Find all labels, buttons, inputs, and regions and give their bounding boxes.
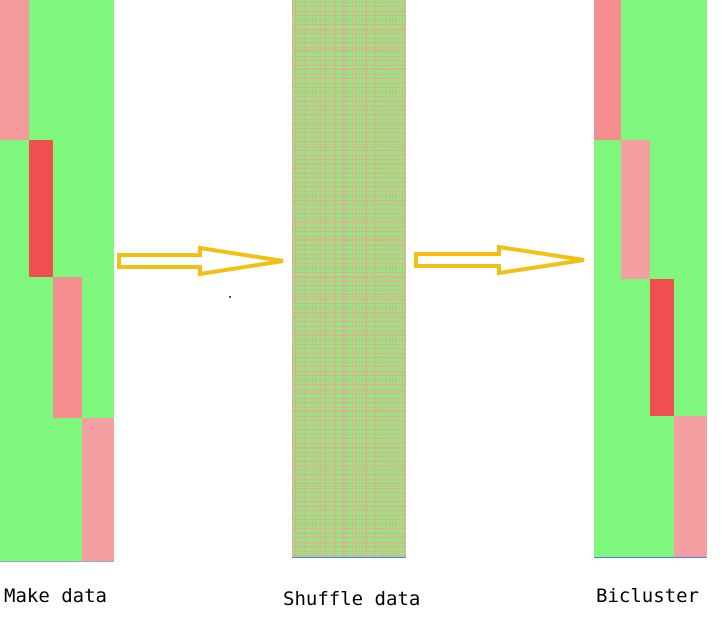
caption-shuffle-data: Shuffle data: [283, 588, 421, 610]
make-block-2: [29, 140, 53, 277]
make-block-4: [82, 418, 114, 562]
make-block-3: [53, 277, 82, 418]
bicluster-block-2: [621, 140, 650, 279]
bicluster-block-4: [674, 416, 707, 558]
arrow-right-icon: [117, 245, 284, 277]
bicluster-matrix: [594, 0, 707, 558]
make-block-1: [0, 0, 29, 140]
bicluster-block-3: [650, 279, 674, 416]
make-bottom-line: [0, 561, 114, 562]
bicluster-bottom-line: [594, 557, 707, 558]
shuffle-data-matrix: [292, 0, 406, 558]
caption-make-data: Make data: [4, 585, 107, 607]
stray-dot: [229, 296, 231, 298]
shuffle-bottom-line: [292, 557, 406, 558]
caption-bicluster: Bicluster: [596, 585, 699, 607]
arrow-right-icon: [414, 244, 585, 276]
make-data-matrix: [0, 0, 114, 562]
bicluster-block-1: [594, 0, 621, 140]
